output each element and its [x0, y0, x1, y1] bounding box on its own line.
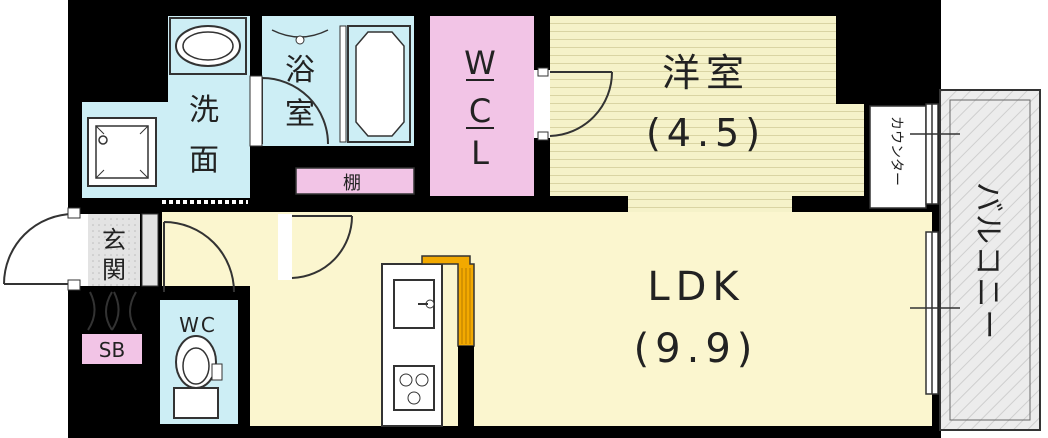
- entry-door-gap: [68, 214, 88, 286]
- shelf-label: 棚: [343, 173, 361, 194]
- counter-label: カウンター: [888, 116, 904, 186]
- toilet-tank-icon: [173, 387, 219, 419]
- pan-corner-3: [95, 169, 105, 179]
- balcony-label: バルコニー: [970, 182, 1005, 341]
- washroom-label-1: 洗: [189, 93, 219, 128]
- wcl-door-stop-1: [537, 67, 549, 77]
- hall-door-gap: [278, 214, 292, 280]
- sink-icon: [393, 279, 435, 329]
- wcl-label-w: W: [464, 44, 496, 82]
- entry-door-stop-2: [67, 279, 81, 291]
- washbasin-bowl: [182, 31, 234, 61]
- entrance-floor: [88, 214, 140, 286]
- bathtub-wall-left: [339, 25, 347, 143]
- burner-1-icon: [399, 373, 413, 387]
- toilet-bowl-icon: [175, 335, 217, 389]
- pan-corner-1: [95, 125, 105, 135]
- hall-door: [291, 215, 353, 279]
- paper-holder: [211, 363, 223, 381]
- wcl-door-stop-2: [537, 131, 549, 141]
- wcl-floor: [430, 16, 534, 196]
- balcony-inner: [949, 99, 1031, 421]
- wcl-label-c: C: [469, 92, 491, 130]
- window-washroom: [249, 75, 263, 147]
- western-room-name: 洋室: [662, 51, 750, 95]
- western-room-floor-right: [836, 104, 864, 196]
- pan-corner-2: [139, 125, 149, 135]
- shelf: [295, 167, 415, 195]
- bath-label-2: 室: [285, 97, 315, 132]
- shoebox-door: [87, 291, 137, 331]
- western-opening: [628, 196, 792, 212]
- toilet-label: WC: [179, 313, 217, 337]
- bath-label-1: 浴: [285, 53, 315, 88]
- washroom-label-2: 面: [189, 143, 219, 178]
- wcl-door-gap: [534, 70, 550, 138]
- ldk-name: LDK: [647, 264, 744, 310]
- pan-corner-4: [139, 169, 149, 179]
- drain-icon: [98, 135, 108, 145]
- entrance-label-1: 玄: [102, 226, 126, 254]
- counter-top-grain: [461, 268, 471, 344]
- entrance-step: [141, 213, 159, 287]
- ldk-size: (9.9): [634, 326, 759, 372]
- washing-machine-pan-inner: [95, 125, 149, 179]
- entry-door: [3, 213, 75, 285]
- burner-3-icon: [407, 391, 421, 405]
- shower-head: [295, 35, 305, 45]
- counter: [869, 105, 927, 209]
- kitchen-wall: [458, 346, 474, 426]
- ldk-floor: [250, 212, 932, 426]
- wcl-door: [549, 71, 613, 137]
- wcl-label-l: L: [471, 134, 489, 172]
- toilet-door: [163, 221, 235, 293]
- window-ldk: [910, 231, 960, 395]
- shoebox: [82, 334, 142, 364]
- entrance-label-2: 関: [102, 256, 126, 284]
- toilet-seat: [182, 347, 210, 385]
- window-western: [910, 103, 960, 205]
- western-room-floor: [550, 16, 836, 196]
- bathtub-inner: [355, 31, 405, 137]
- western-room-size: (4.5): [646, 111, 766, 155]
- burner-2-icon: [415, 373, 429, 387]
- shoebox-label: SB: [99, 338, 125, 362]
- entry-door-stop-1: [67, 207, 81, 219]
